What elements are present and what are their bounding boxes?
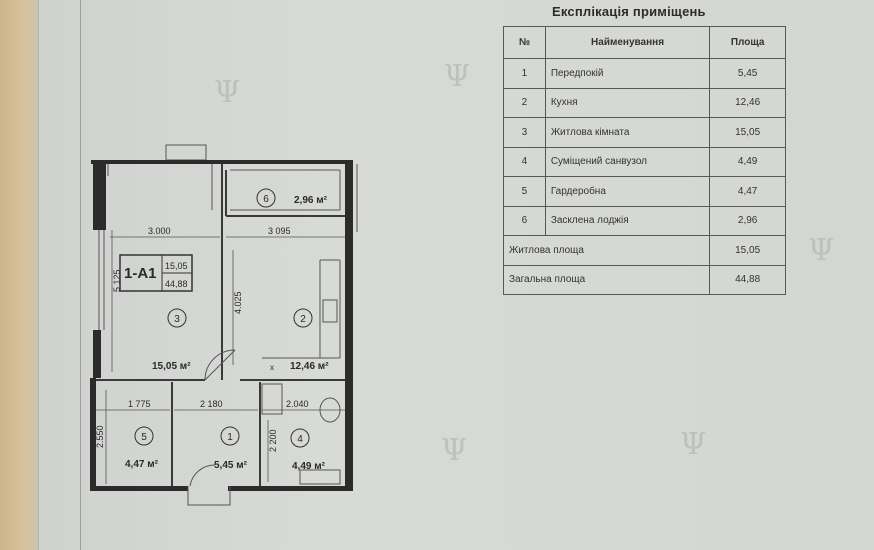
room-area-2: 12,46 м²	[290, 361, 329, 372]
table-row: 1 Передпокій 5,45	[503, 58, 786, 89]
trident-watermark-icon: Ψ	[214, 75, 241, 110]
room-marker-5	[134, 426, 154, 446]
trident-watermark-icon: Ψ	[441, 433, 468, 468]
room-number-6: 6	[263, 194, 269, 205]
room-number-2: 2	[300, 314, 306, 325]
window-lines	[98, 164, 358, 330]
row-number: 5	[503, 176, 546, 207]
trident-watermark-icon: Ψ	[680, 427, 707, 462]
loggia-lines	[211, 164, 341, 211]
room-number-1: 1	[227, 432, 233, 443]
table-row: 6 Засклена лоджія 2,96	[503, 205, 786, 236]
row-area: 15,05	[709, 117, 786, 148]
column-header-number: №	[503, 26, 546, 59]
dimension-2040: 2.040	[286, 399, 309, 409]
room-number-5: 5	[141, 432, 147, 443]
room-marker-4	[290, 428, 310, 448]
row-area: 2,96	[709, 205, 786, 236]
trident-watermark-icon: Ψ	[444, 59, 471, 94]
table-header-row: № Найменування Площа	[503, 26, 786, 59]
explication-table: № Найменування Площа 1 Передпокій 5,45 2…	[502, 26, 786, 295]
living-area-label: Житлова площа	[502, 235, 711, 266]
dimension-4025: 4.025	[233, 291, 243, 314]
room-marker-3	[167, 308, 187, 328]
dimension-3095: 3 095	[268, 226, 291, 236]
row-area: 4,49	[709, 146, 786, 177]
legend-living-area: 15,05	[165, 261, 188, 271]
room-area-3: 15,05 м²	[152, 361, 191, 372]
kitchen-mark: x	[270, 363, 274, 372]
room-marker-2	[293, 308, 313, 328]
row-name: Гардеробна	[544, 176, 711, 207]
apartment-code: 1-А1	[124, 265, 157, 282]
room-marker-1	[220, 426, 240, 446]
room-number-3: 3	[174, 314, 180, 325]
door-swings	[187, 349, 236, 506]
dimension-5125: 5 125	[112, 269, 122, 292]
row-number: 4	[503, 146, 546, 177]
dimension-3000: 3.000	[148, 226, 171, 236]
total-area-label: Загальна площа	[502, 264, 711, 295]
interior-walls	[96, 164, 345, 486]
room-area-6: 2,96 м²	[294, 195, 328, 206]
dimension-2180: 2 180	[200, 399, 223, 409]
vent-shaft	[165, 144, 207, 161]
room-area-4: 4,49 м²	[292, 461, 326, 472]
dimension-2550: 2.550	[95, 425, 105, 448]
dimension-2200: 2 200	[268, 429, 278, 452]
frame-border-line	[80, 0, 81, 550]
trident-watermark-icon: Ψ	[808, 233, 835, 268]
room-area-1: 5,45 м²	[214, 460, 248, 471]
exterior-walls	[90, 160, 353, 491]
column-header-area: Площа	[709, 26, 786, 59]
table-row: 4 Суміщений санвузол 4,49	[503, 146, 786, 177]
row-area: 12,46	[709, 87, 786, 118]
dimension-1775: 1 775	[128, 399, 151, 409]
row-area: 4,47	[709, 176, 786, 207]
row-name: Передпокій	[544, 58, 711, 89]
row-number: 2	[503, 87, 546, 118]
table-row: 3 Житлова кімната 15,05	[503, 117, 786, 148]
legend-total-area: 44,88	[165, 279, 188, 289]
total-area-row: Загальна площа 44,88	[502, 264, 786, 295]
total-area-value: 44,88	[709, 264, 786, 295]
table-row: 2 Кухня 12,46	[503, 87, 786, 118]
row-name: Кухня	[544, 87, 711, 118]
column-header-name: Найменування	[544, 26, 711, 59]
dimension-lines	[96, 230, 345, 484]
row-name: Житлова кімната	[544, 117, 711, 148]
row-area: 5,45	[709, 58, 786, 89]
kitchen-counter	[262, 259, 341, 359]
row-name: Суміщений санвузол	[544, 146, 711, 177]
room-area-5: 4,47 м²	[125, 459, 159, 470]
explication-title: Експлікація приміщень	[552, 4, 706, 19]
row-name: Засклена лоджія	[544, 205, 711, 236]
room-marker-6	[256, 188, 276, 208]
table-row: 5 Гардеробна 4,47	[503, 176, 786, 207]
room-number-4: 4	[297, 434, 303, 445]
paper-background-edge	[0, 0, 40, 550]
living-area-row: Житлова площа 15,05	[502, 235, 786, 266]
